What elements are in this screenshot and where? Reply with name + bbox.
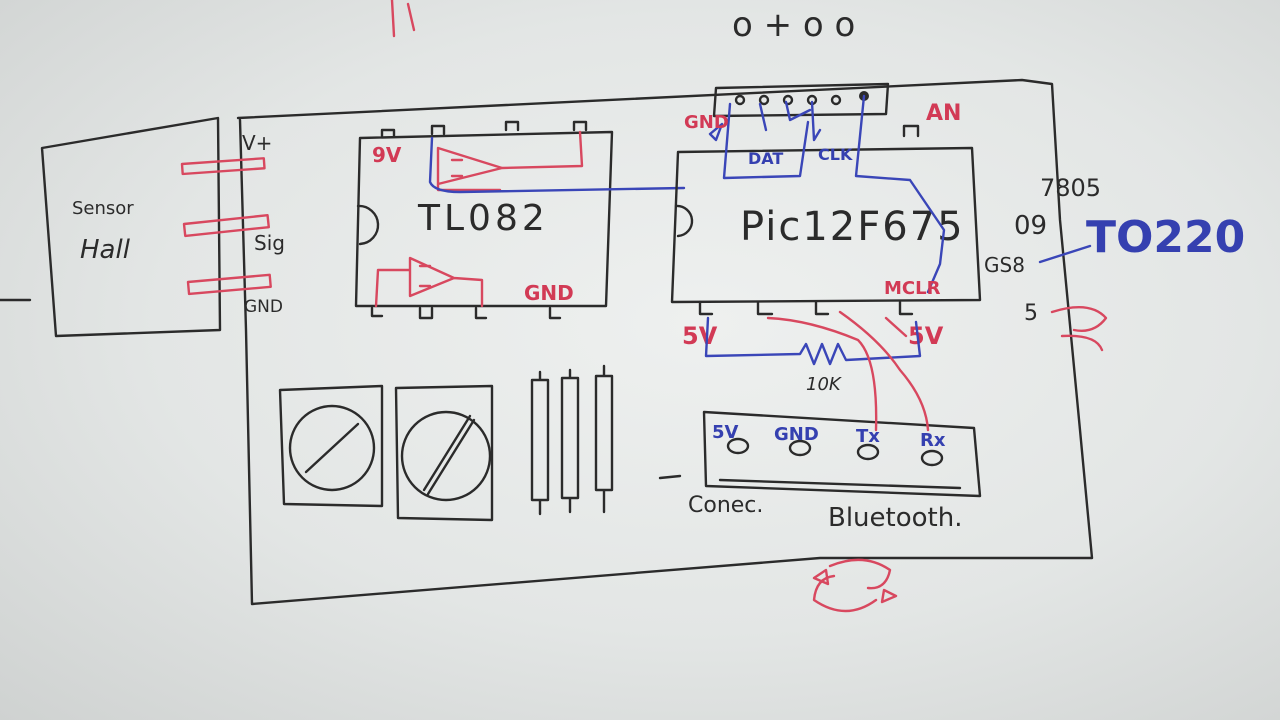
- icsp-pin-1: [734, 94, 746, 106]
- regulator-line3: GS8: [984, 253, 1025, 277]
- pot-1-knob: [288, 404, 376, 492]
- regulator-line2: 09: [1014, 211, 1047, 241]
- tx-wire: [766, 316, 878, 432]
- jumper-2: [560, 368, 580, 514]
- pot-2-body: [394, 384, 494, 522]
- opamp-to-mcu-wire: [428, 136, 686, 194]
- pot-1-slot: [304, 422, 360, 474]
- bluetooth-connector: 5V GND Tx Rx Conec. Bluetooth.: [688, 410, 982, 533]
- resistor-10k: 10K: [704, 316, 922, 395]
- sensor-pin-sig-label: Sig: [254, 231, 285, 255]
- tl082-pin-9v-label: 9V: [372, 143, 402, 167]
- icsp-pin-2: [758, 94, 770, 106]
- opamp-a-symbol: [436, 130, 584, 192]
- jumper-1: [530, 370, 550, 516]
- pot-1-body: [278, 384, 384, 508]
- regulator-package-label: TO220: [1086, 212, 1245, 263]
- jumper-pins: [530, 364, 682, 516]
- opamp-b-symbol: [374, 256, 484, 308]
- bt-pin-5v: [726, 437, 750, 455]
- bt-pin-rx-label: Rx: [920, 430, 946, 451]
- rotation-arrowheads: [812, 568, 898, 604]
- icsp-header: [712, 82, 890, 118]
- icsp-wires: [722, 94, 946, 294]
- regulator-line4: 5: [1024, 301, 1038, 326]
- icsp-pin-5: [830, 94, 842, 106]
- pic-pin-clk-label: CLK: [818, 145, 853, 164]
- bt-pin-gnd: [788, 439, 812, 457]
- regulator-7805: 7805 09 GS8 5 TO220: [984, 174, 1245, 352]
- bt-caption-left: Conec.: [688, 493, 763, 518]
- regulator-line1: 7805: [1040, 174, 1101, 202]
- sensor-box: [40, 116, 222, 338]
- bt-pin-tx-label: Tx: [856, 426, 880, 447]
- regulator-pointer: [1038, 244, 1092, 264]
- bt-pin-5v-label: 5V: [712, 422, 739, 443]
- pic-bottom-pins: [698, 300, 914, 316]
- sensor-pin-gnd-label: GND: [244, 297, 283, 317]
- rx-wire: [838, 310, 930, 432]
- bt-pin-tx: [856, 443, 880, 461]
- pic-pin-5v-left-label: 5V: [682, 322, 718, 350]
- pic-notch: [674, 204, 694, 238]
- regulator-red-scribble: [1050, 306, 1108, 352]
- pic-pin-5v-right-label: 5V: [908, 322, 944, 350]
- tl082-chip: TL082 9V GND: [354, 120, 686, 320]
- pic-pin-an-label: AN: [926, 101, 961, 126]
- sensor-pin-vplus: [180, 157, 266, 176]
- pic-label: Pic12F675: [740, 204, 965, 250]
- icsp-pin-3: [782, 94, 794, 106]
- pic-pin-gnd-label: GND: [684, 112, 729, 133]
- sensor-pin-gnd: [186, 273, 272, 296]
- jumper-dash: [658, 474, 682, 480]
- tl082-notch: [356, 204, 380, 246]
- pot-2-slot: [422, 414, 476, 496]
- tl082-pin-gnd-label: GND: [524, 281, 574, 305]
- icsp-arrow: [708, 122, 724, 142]
- bt-pin-rx: [920, 449, 944, 467]
- sensor-label-line1: Sensor: [72, 198, 134, 219]
- hall-sensor: Sensor Hall V+ Sig GND: [0, 116, 285, 338]
- top-text: o + o o: [732, 5, 855, 45]
- bt-pin-gnd-label: GND: [774, 424, 819, 445]
- rotation-arrows: [812, 558, 892, 613]
- sensor-pin-vplus-label: V+: [242, 131, 272, 155]
- pic12f675-chip: Pic12F675 GND AN DAT CLK MCLR 5V 5V: [670, 82, 982, 350]
- enclosure-outline: [236, 78, 1094, 606]
- sensor-label-line2: Hall: [80, 235, 131, 265]
- potentiometers: [278, 384, 494, 522]
- top-red-scribble: [390, 0, 416, 38]
- pic-top-pin: [902, 124, 920, 138]
- tl082-body: [354, 130, 614, 308]
- pic-pin-dat-label: DAT: [748, 149, 783, 168]
- tl082-bottom-pins: [370, 306, 562, 320]
- resistor-wire: [704, 316, 922, 366]
- bt-caption-right: Bluetooth.: [828, 503, 962, 533]
- pic-body: [670, 146, 982, 304]
- pot-2-knob: [400, 410, 492, 502]
- tl082-top-pins: [380, 120, 588, 138]
- jumper-3: [594, 364, 614, 514]
- tl082-label: TL082: [417, 198, 549, 239]
- pic-pin-mclr-label: MCLR: [884, 278, 941, 299]
- resistor-label: 10K: [806, 374, 842, 395]
- pic-5v-right-tick: [884, 316, 908, 338]
- sensor-pin-sig: [182, 214, 270, 238]
- bt-connector-body: [702, 410, 982, 498]
